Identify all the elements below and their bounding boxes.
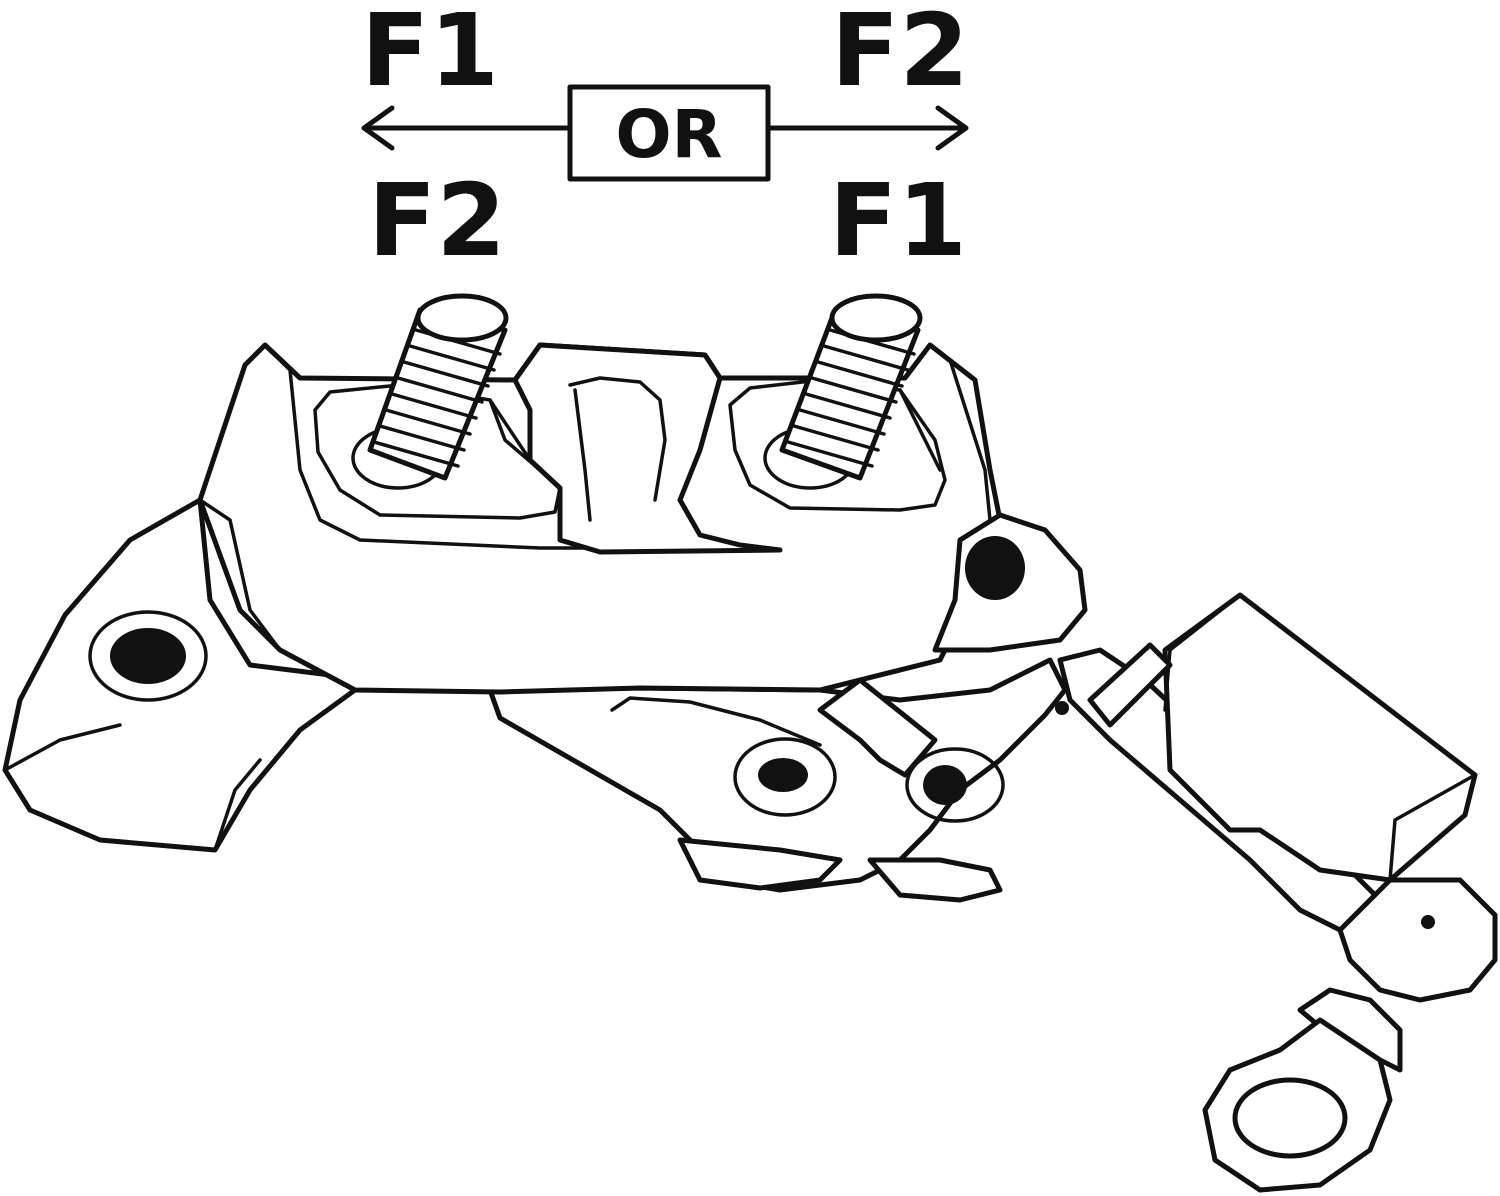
- right-threaded-stud: [763, 293, 923, 490]
- brush-box: [1162, 592, 1478, 883]
- contact-tab: [1337, 877, 1498, 1003]
- arrow-left-icon: [361, 105, 573, 151]
- label-bottom-right: F1: [829, 162, 967, 279]
- arrow-right-icon: [765, 105, 969, 151]
- left-threaded-stud: [351, 293, 509, 490]
- ring-terminal: [1202, 1017, 1393, 1193]
- center-divider: [512, 342, 783, 555]
- label-bottom-left: F2: [368, 162, 506, 279]
- left-mount-hole: [110, 628, 186, 684]
- brush-holder-illustration: [2, 293, 1498, 1193]
- label-top-left: F1: [361, 0, 499, 109]
- lower-ring-2: [905, 747, 1005, 823]
- label-or: OR: [616, 96, 723, 173]
- lower-hole-2: [923, 765, 967, 805]
- label-top-right: F2: [831, 0, 969, 109]
- or-box: [567, 84, 771, 182]
- ring-terminal-eye: [1232, 1077, 1348, 1159]
- orientation-legend: F1 F2 F2 F1 OR: [361, 0, 969, 279]
- lower-hole-1: [758, 758, 808, 792]
- lower-ring-1: [733, 737, 837, 817]
- right-mount-hole: [965, 536, 1025, 600]
- left-mount-ring: [88, 610, 208, 702]
